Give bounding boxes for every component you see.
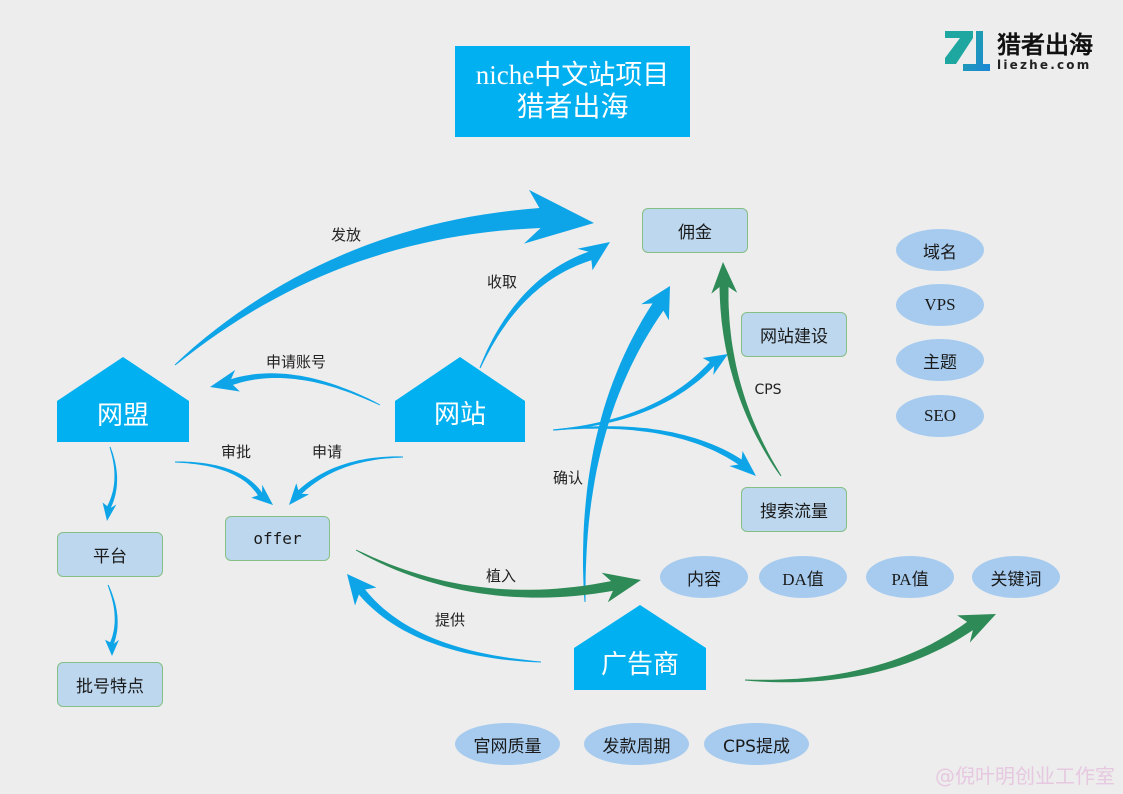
node-alliance-shape — [57, 357, 189, 442]
zl-logo-mark-icon — [945, 31, 990, 71]
tag-content: 内容 — [660, 556, 748, 598]
node-approval-features: 批号特点 — [57, 662, 163, 707]
arrow-website-to-alliance — [210, 370, 381, 406]
title-line-1: niche中文站项目 — [475, 60, 670, 90]
title-line-2: 猎者出海 — [516, 90, 629, 123]
arrow-alliance-to-offer — [175, 461, 273, 505]
edge-label-issue: 发放 — [330, 226, 362, 244]
node-alliance-label: 网盟 — [96, 401, 149, 431]
edge-label-cps: CPS — [754, 382, 782, 398]
edge-label-apply-account: 申请账号 — [265, 353, 327, 371]
node-offer: offer — [225, 516, 330, 561]
tag-official-site-quality: 官网质量 — [455, 723, 560, 765]
tag-theme: 主题 — [896, 339, 984, 381]
node-website-shape — [395, 357, 525, 442]
node-advertiser-label: 广告商 — [600, 650, 679, 680]
title-box: niche中文站项目 猎者出海 — [455, 46, 690, 137]
arrow-website-to-search-traffic — [553, 426, 756, 476]
tag-domain-name: 域名 — [896, 229, 984, 271]
tag-seo: SEO — [896, 395, 984, 437]
tag-da-value: DA值 — [759, 556, 847, 598]
node-platform: 平台 — [57, 532, 163, 577]
arrow-advertiser-to-offer — [347, 574, 541, 663]
tag-payout-cycle: 发款周期 — [584, 723, 689, 765]
logo-brand-name: 猎者出海 — [997, 31, 1093, 59]
edge-label-embed: 植入 — [485, 567, 517, 585]
edge-label-provide: 提供 — [434, 611, 466, 629]
logo-text: 猎者出海 liezhe.com — [997, 32, 1093, 72]
arrow-advertiser-to-commission — [583, 286, 670, 602]
watermark: @倪叶明创业工作室 — [935, 764, 1115, 788]
tag-cps-commission: CPS提成 — [704, 723, 809, 765]
brand-logo: 猎者出海 liezhe.com — [943, 28, 1093, 74]
arrow-website-to-offer — [289, 456, 403, 505]
arrow-search-traffic-to-commission — [711, 262, 782, 477]
node-search-traffic: 搜索流量 — [741, 487, 847, 532]
arrow-alliance-to-commission — [174, 189, 594, 366]
edge-label-collect: 收取 — [486, 273, 518, 291]
arrow-website-to-commission — [479, 242, 610, 369]
tag-keyword: 关键词 — [972, 556, 1060, 598]
edge-label-apply: 申请 — [311, 443, 343, 461]
node-advertiser-shape — [574, 605, 706, 690]
node-commission: 佣金 — [642, 208, 748, 253]
node-site-building: 网站建设 — [741, 312, 847, 357]
arrow-offer-to-content — [355, 549, 641, 603]
arrow-platform-to-approval-features — [105, 584, 119, 656]
arrow-website-to-site-building — [553, 354, 728, 431]
logo-domain: liezhe.com — [997, 58, 1092, 72]
arrow-alliance-to-platform — [102, 446, 118, 521]
tag-pa-value: PA值 — [866, 556, 954, 598]
edge-label-confirm: 确认 — [552, 469, 584, 487]
node-website-label: 网站 — [433, 400, 486, 430]
tag-vps: VPS — [896, 284, 984, 326]
edge-label-approve: 审批 — [220, 443, 252, 461]
arrow-advertiser-to-keyword — [745, 614, 996, 683]
